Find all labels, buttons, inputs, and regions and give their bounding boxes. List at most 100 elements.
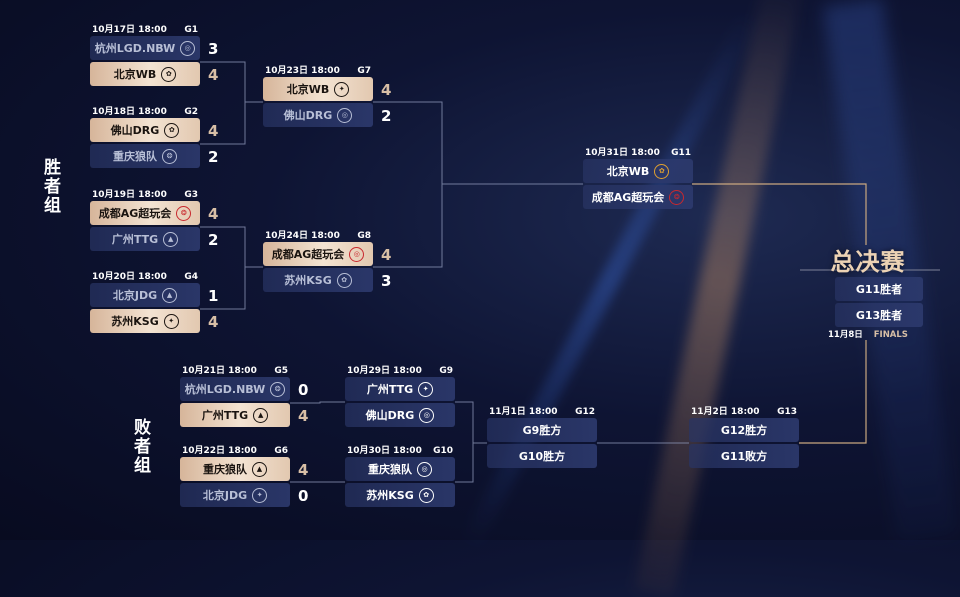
match-time: 10月17日 18:00 [92, 25, 167, 35]
team-name: 杭州LGD.NBW [94, 42, 176, 55]
team-score: 3 [381, 272, 392, 290]
team-row[interactable]: 广州TTG✦ [345, 377, 455, 401]
team-score: 4 [208, 313, 219, 331]
team-name: 苏州KSG [111, 315, 159, 328]
team-row[interactable]: G12胜方 [689, 418, 799, 442]
team-name: G10胜方 [518, 450, 566, 463]
match-id: G2 [184, 107, 198, 117]
team-row[interactable]: 广州TTG ▲ 2 [90, 227, 218, 251]
team-row[interactable]: 北京WB✿4 [90, 62, 218, 86]
team-name: 佛山DRG [110, 124, 160, 137]
team-name: 佛山DRG [283, 109, 333, 122]
finals-title: 总决赛 [830, 248, 906, 276]
match-id: G10 [433, 446, 453, 456]
team-row[interactable]: G10胜方 [487, 444, 597, 468]
team-row[interactable]: 佛山DRG ◎ [345, 403, 455, 427]
team-logo-icon: ❂ [669, 189, 685, 205]
team-score: 4 [208, 122, 219, 140]
match-id: G3 [184, 190, 198, 200]
team-row[interactable]: 佛山DRG◎2 [263, 103, 391, 127]
bracket-connectors [200, 61, 940, 483]
team-row[interactable]: 成都AG超玩会 ❂ [583, 185, 693, 209]
team-name: 北京WB [286, 83, 330, 96]
team-name: 成都AG超玩会 [271, 248, 345, 261]
match-id: G9 [439, 366, 453, 376]
team-row[interactable]: 广州TTG▲4 [180, 403, 308, 427]
team-logo-icon: ✦ [252, 487, 268, 503]
match-time: 10月20日 18:00 [92, 272, 167, 282]
team-score: 4 [208, 205, 219, 223]
finals-tag: FINALS [873, 330, 908, 340]
team-name: 广州TTG [201, 409, 249, 422]
match-time: 10月19日 18:00 [92, 190, 167, 200]
match-time: 10月24日 18:00 [265, 231, 340, 241]
team-row[interactable]: 北京JDG✦0 [180, 483, 308, 507]
team-logo-icon: ✦ [163, 313, 179, 329]
team-score: 4 [298, 461, 309, 479]
team-score: 0 [298, 487, 309, 505]
team-row[interactable]: 苏州KSG✿ [345, 483, 455, 507]
team-row[interactable]: 北京WB✿ [583, 159, 693, 183]
team-score: 2 [208, 148, 219, 166]
finals-footer: 11月8日 FINALS [828, 328, 916, 340]
team-logo-icon: ▲ [163, 231, 179, 247]
team-row[interactable]: 佛山DRG✿4 [90, 118, 218, 142]
team-row[interactable]: 北京WB✦4 [263, 77, 391, 101]
team-row[interactable]: 成都AG超玩会❂4 [90, 201, 218, 225]
team-row[interactable]: 重庆狼队▲4 [180, 457, 308, 481]
team-row[interactable]: 重庆狼队◎ [345, 457, 455, 481]
team-row[interactable]: 北京JDG▲1 [90, 283, 218, 307]
team-row[interactable]: 苏州KSG ✿ 3 [263, 268, 391, 292]
match-header: 10月19日 18:00 G3 [90, 189, 200, 201]
team-row[interactable]: G13胜者 [835, 303, 923, 327]
team-row[interactable]: G11败方 [689, 444, 799, 468]
match-time: 10月23日 18:00 [265, 66, 340, 76]
team-name: 佛山DRG [365, 409, 415, 422]
losers-bracket-label: 败者组 [130, 418, 150, 475]
team-score: 2 [208, 231, 219, 249]
team-score: 4 [381, 246, 392, 264]
team-row[interactable]: 杭州LGD.NBW◎3 [90, 36, 218, 60]
match-time: 10月29日 18:00 [347, 366, 422, 376]
team-row[interactable]: G9胜方 [487, 418, 597, 442]
team-name: 广州TTG [111, 233, 159, 246]
team-name: 成都AG超玩会 [591, 191, 665, 204]
match-time: 11月2日 18:00 [691, 407, 760, 417]
team-name: 苏州KSG [284, 274, 332, 287]
match-id: G13 [777, 407, 797, 417]
team-row[interactable]: 重庆狼队 ❂ 2 [90, 144, 218, 168]
team-row[interactable]: 杭州LGD.NBW❂0 [180, 377, 308, 401]
team-logo-icon: ▲ [162, 287, 178, 303]
team-logo-icon: ✿ [336, 272, 352, 288]
team-logo-icon: ❂ [176, 205, 192, 221]
team-logo-icon: ✿ [418, 487, 434, 503]
team-name: 重庆狼队 [113, 150, 157, 163]
team-row[interactable]: 苏州KSG ✦ 4 [90, 309, 218, 333]
team-row[interactable]: 成都AG超玩会◎4 [263, 242, 391, 266]
team-score: 4 [208, 66, 219, 84]
winners-bracket-label: 胜者组 [40, 158, 60, 215]
team-logo-icon: ◎ [419, 407, 435, 423]
team-logo-icon: ❂ [162, 148, 177, 164]
team-row[interactable]: G11胜者 [835, 277, 923, 301]
match-header [835, 265, 923, 277]
